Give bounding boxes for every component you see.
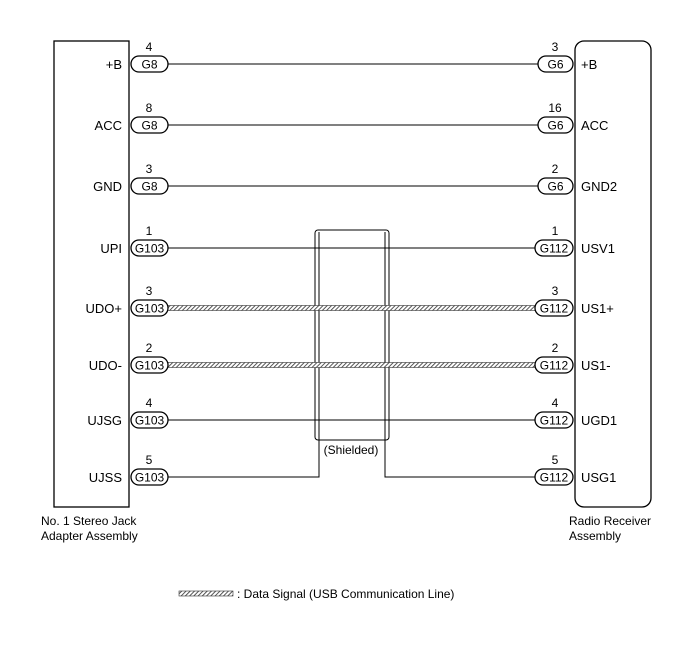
left-connector-code-0: G8: [141, 58, 157, 72]
legend-text: : Data Signal (USB Communication Line): [237, 587, 454, 601]
left-component-name-line1: No. 1 Stereo Jack: [41, 514, 137, 528]
left-connector-code-1: G8: [141, 119, 157, 133]
left-connector-code-6: G103: [135, 414, 165, 428]
right-connector-1: [537, 116, 574, 134]
left-connector-code-4: G103: [135, 302, 165, 316]
right-pin-label-5: US1-: [581, 358, 611, 373]
left-pin-label-3: UPI: [100, 241, 122, 256]
left-connector-6: [130, 411, 169, 429]
right-pin-number-3: 1: [552, 224, 559, 238]
right-connector-5: [534, 356, 574, 374]
right-pin-label-4: US1+: [581, 301, 614, 316]
right-connector-code-1: G6: [547, 119, 563, 133]
right-pin-label-3: USV1: [581, 241, 615, 256]
wire-7-right: [384, 438, 535, 478]
left-connector-7: [130, 468, 169, 486]
left-component-name-line2: Adapter Assembly: [41, 529, 138, 543]
left-pin-label-6: UJSG: [87, 413, 122, 428]
right-connector-4: [534, 299, 574, 317]
wire-5-data-signal: [167, 362, 536, 368]
left-pin-number-4: 3: [146, 284, 153, 298]
wire-7-left: [168, 438, 320, 478]
left-connector-code-5: G103: [135, 359, 165, 373]
left-connector-code-7: G103: [135, 471, 165, 485]
left-pin-label-2: GND: [93, 179, 122, 194]
left-pin-number-7: 5: [146, 453, 153, 467]
right-connector-code-7: G112: [540, 471, 569, 485]
left-pin-number-3: 1: [146, 224, 153, 238]
right-connector-code-6: G112: [540, 414, 569, 428]
right-connector-code-3: G112: [540, 242, 569, 256]
right-component-name-line2: Assembly: [569, 529, 621, 543]
shield-outline: [314, 229, 390, 441]
left-pin-label-1: ACC: [95, 118, 122, 133]
left-pin-number-6: 4: [146, 396, 153, 410]
right-pin-number-4: 3: [552, 284, 559, 298]
left-pin-number-2: 3: [146, 162, 153, 176]
right-pin-label-7: USG1: [581, 470, 616, 485]
left-connector-4: [130, 299, 169, 317]
right-connector-code-0: G6: [547, 58, 563, 72]
legend: : Data Signal (USB Communication Line): [178, 587, 454, 601]
right-connector-code-2: G6: [547, 180, 563, 194]
right-connector-3: [534, 239, 574, 257]
right-connector-2: [537, 177, 574, 195]
right-pin-number-7: 5: [552, 453, 559, 467]
shield-label: (Shielded): [324, 443, 379, 457]
wire-4-data-signal: [167, 305, 536, 311]
right-connector-6: [534, 411, 574, 429]
right-pin-number-2: 2: [552, 162, 559, 176]
left-pin-label-5: UDO-: [89, 358, 122, 373]
left-pin-number-1: 8: [146, 101, 153, 115]
right-component-box: [574, 40, 652, 508]
right-pin-label-0: +B: [581, 57, 597, 72]
left-pin-label-0: +B: [106, 57, 122, 72]
legend-data-signal-swatch: [178, 590, 234, 597]
right-pin-label-2: GND2: [581, 179, 617, 194]
left-component-box: [53, 40, 130, 508]
left-connector-2: [130, 177, 169, 195]
left-pin-label-4: UDO+: [86, 301, 122, 316]
left-connector-1: [130, 116, 169, 134]
left-pin-number-5: 2: [146, 341, 153, 355]
right-pin-label-6: UGD1: [581, 413, 617, 428]
left-connector-0: [130, 55, 169, 73]
right-pin-number-1: 16: [548, 101, 562, 115]
right-pin-number-6: 4: [552, 396, 559, 410]
left-connector-code-2: G8: [141, 180, 157, 194]
right-pin-label-1: ACC: [581, 118, 608, 133]
right-pin-number-0: 3: [552, 40, 559, 54]
right-pin-number-5: 2: [552, 341, 559, 355]
left-pin-number-0: 4: [146, 40, 153, 54]
right-connector-7: [534, 468, 574, 486]
right-component-name-line1: Radio Receiver: [569, 514, 651, 528]
left-connector-3: [130, 239, 169, 257]
left-pin-label-7: UJSS: [89, 470, 123, 485]
left-connector-code-3: G103: [135, 242, 165, 256]
shield: (Shielded): [314, 229, 390, 457]
right-connector-code-5: G112: [540, 359, 569, 373]
left-connector-5: [130, 356, 169, 374]
right-connector-code-4: G112: [540, 302, 569, 316]
right-connector-0: [537, 55, 574, 73]
